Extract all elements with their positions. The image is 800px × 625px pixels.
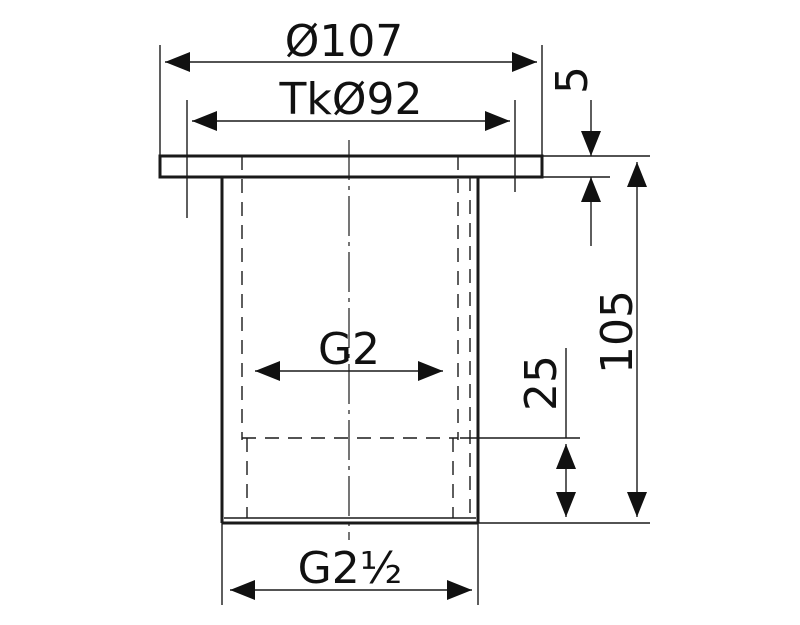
inner-thread-label: G2: [318, 324, 380, 375]
flange-thickness-label: 5: [547, 66, 598, 94]
outer-thread-label: G2½: [298, 543, 403, 594]
dimension-bolt-circle: TkØ92: [192, 74, 510, 131]
extension-lines: [159, 45, 650, 605]
outer-diameter-label: Ø107: [285, 16, 404, 67]
hidden-lines: [241, 156, 471, 518]
dimension-total-height: 105: [592, 162, 647, 517]
dimension-thread-length: 25: [516, 348, 576, 517]
flange-plate: [158, 154, 544, 179]
dimension-outer-diameter: Ø107: [165, 16, 537, 72]
thread-length-label: 25: [516, 355, 567, 411]
total-height-label: 105: [592, 290, 643, 374]
dimension-outer-thread: G2½: [230, 543, 472, 600]
dimension-inner-thread: G2: [255, 324, 443, 381]
dimension-flange-thickness: 5: [547, 66, 601, 246]
sleeve-body: [220, 177, 480, 525]
bolt-circle-label: TkØ92: [279, 74, 423, 125]
